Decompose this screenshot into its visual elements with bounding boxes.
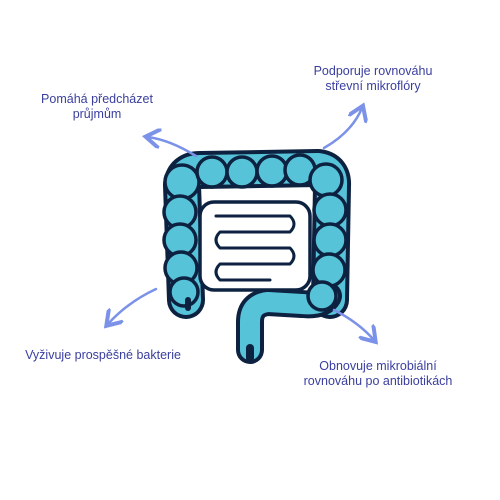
curved-arrow-icon <box>332 308 374 340</box>
benefit-label-microflora-balance: Podporuje rovnováhu střevní mikroflóry <box>288 64 458 94</box>
benefit-label-diarrhea-prevention: Pomáhá předcházet průjmům <box>22 92 172 122</box>
curved-arrow-icon <box>148 137 198 158</box>
curved-arrow-icon <box>322 108 362 150</box>
curved-arrow-icon <box>108 287 158 324</box>
benefit-label-line: Vyživuje prospěšné bakterie <box>25 348 181 362</box>
benefit-label-feeds-bacteria: Vyživuje prospěšné bakterie <box>8 348 198 363</box>
benefit-label-restores-balance: Obnovuje mikrobiální rovnováhu po antibi… <box>283 359 473 389</box>
benefit-label-line: Podporuje rovnováhu <box>313 64 433 78</box>
benefit-label-line: rovnováhu po antibiotikách <box>303 374 453 388</box>
benefit-label-line: střevní mikroflóry <box>325 79 421 93</box>
benefit-label-line: průjmům <box>72 107 122 121</box>
benefit-label-line: Pomáhá předcházet <box>41 92 153 106</box>
benefit-label-line: Obnovuje mikrobiální <box>319 359 437 373</box>
